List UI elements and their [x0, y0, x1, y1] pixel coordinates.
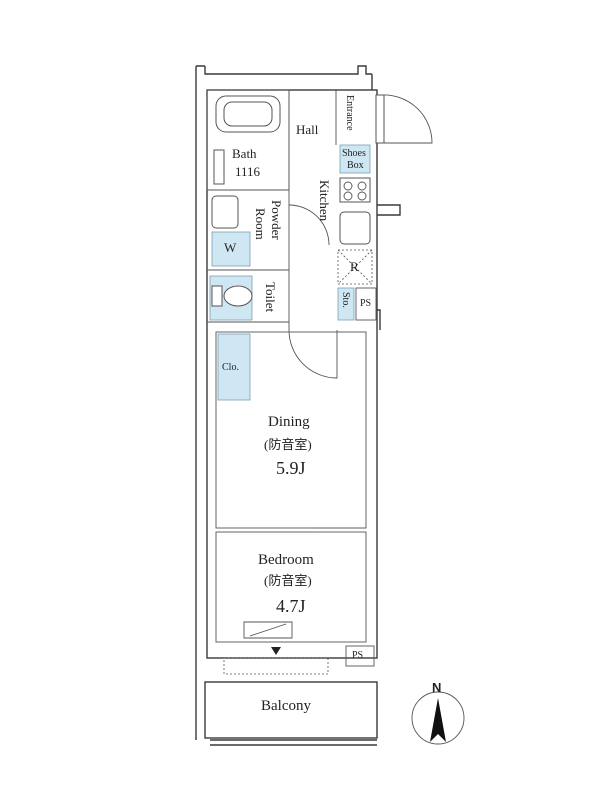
ps-bottom-label: PS — [352, 650, 364, 661]
refrigerator-x2 — [337, 249, 373, 285]
burner-3 — [343, 191, 353, 201]
aircon-line — [249, 623, 287, 637]
aircon-unit — [243, 621, 293, 639]
compass-circle — [411, 691, 465, 745]
wash-basin — [211, 195, 239, 229]
storage-closet — [337, 287, 355, 321]
burner-2 — [357, 181, 367, 191]
compass-needle — [430, 698, 446, 742]
burner-1 — [343, 181, 353, 191]
hall-label: Hall — [296, 122, 319, 137]
shoes-box — [339, 144, 371, 174]
refrigerator-space — [337, 249, 373, 285]
dining-size: 5.9J — [276, 458, 306, 478]
powder-door-swing — [288, 204, 330, 246]
dining-note: (防音室) — [264, 437, 312, 452]
corridor-door-swing — [288, 329, 338, 379]
storage-label: Sto. — [340, 292, 351, 308]
ps-top-label: PS — [360, 298, 372, 309]
ps-box-top — [355, 287, 377, 321]
bath-label: Bath — [232, 146, 257, 161]
dining-room — [215, 331, 367, 529]
powder-room-label-1: Powder — [269, 200, 284, 240]
dining-label: Dining — [268, 414, 310, 430]
shoes-box-label-1: Shoes — [342, 148, 366, 159]
bedroom-size: 4.7J — [276, 596, 306, 616]
stove — [339, 177, 371, 203]
balcony-window — [223, 657, 329, 675]
window-marker-arrow — [271, 647, 281, 655]
balcony-label: Balcony — [261, 698, 311, 714]
entrance-door — [375, 94, 385, 144]
compass-north-label: N — [432, 680, 442, 695]
bedroom-room — [215, 531, 367, 643]
bath-size-label: 1116 — [235, 164, 261, 179]
closet — [217, 333, 251, 401]
burner-4 — [357, 191, 367, 201]
washer-label: W — [224, 240, 237, 255]
toilet-bowl — [223, 285, 253, 307]
bedroom-label: Bedroom — [258, 552, 314, 568]
shoes-box-label-2: Box — [347, 160, 364, 171]
kitchen-sink — [339, 211, 371, 245]
entrance-door-swing — [381, 94, 433, 144]
closet-label: Clo. — [222, 362, 239, 373]
balcony-area — [204, 681, 378, 739]
top-wall — [196, 65, 372, 75]
toilet-label: Toilet — [263, 282, 278, 313]
toilet-tank — [211, 285, 223, 307]
bedroom-note: (防音室) — [264, 573, 312, 588]
bathtub-inner — [223, 101, 273, 127]
entrance-label: Entrance — [344, 95, 355, 131]
refrigerator-label: R — [350, 259, 359, 274]
powder-room-label-2: Room — [253, 208, 268, 240]
kitchen-label: Kitchen — [317, 180, 332, 222]
washer-space — [211, 231, 251, 267]
ps-box-bottom — [345, 645, 375, 667]
shower-panel — [213, 149, 225, 185]
